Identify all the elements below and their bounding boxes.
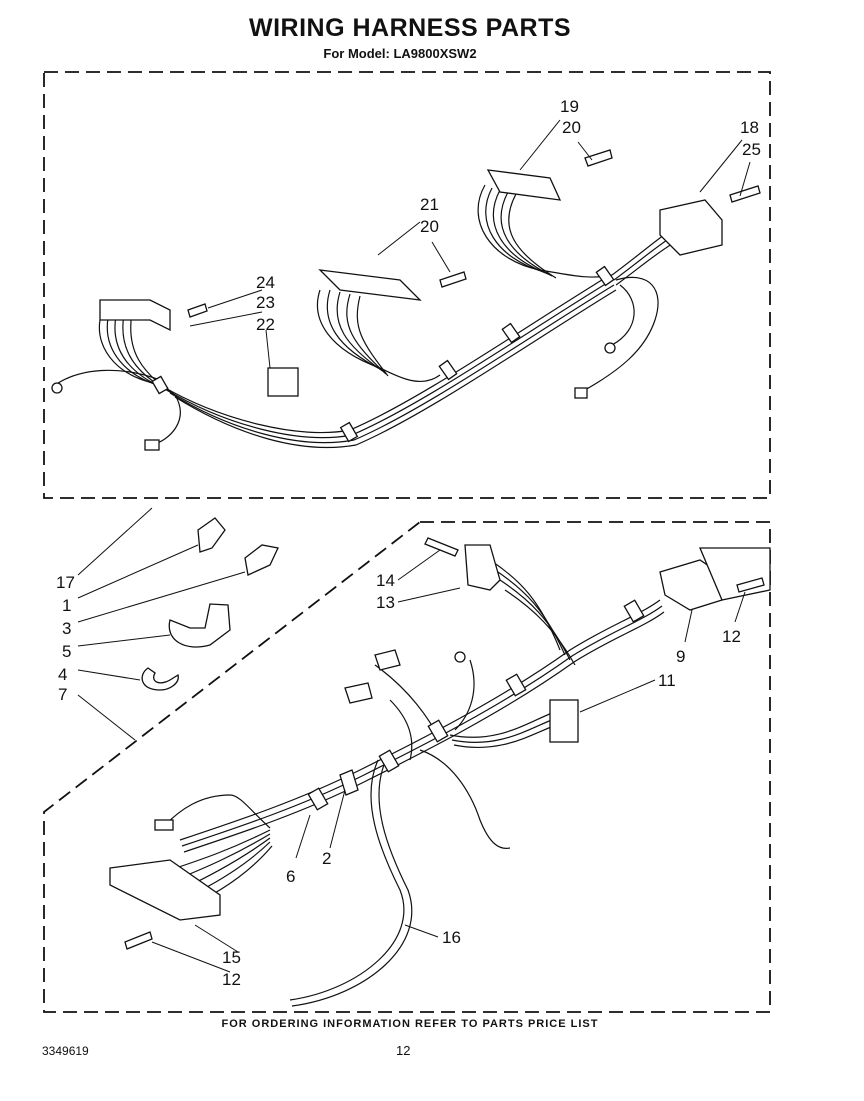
callout-11: 11 [658, 671, 676, 690]
lower-leader-lines [151, 549, 746, 973]
page-title: WIRING HARNESS PARTS [248, 14, 572, 42]
callout-12-right: 12 [722, 627, 741, 646]
callout-6: 6 [286, 867, 295, 886]
callout-4: 4 [58, 665, 67, 684]
callout-24: 24 [256, 273, 275, 292]
lower-assembly-frame [43, 521, 771, 1013]
upper-harness-17 [51, 149, 761, 451]
left-leader-lines [77, 507, 246, 741]
document-number: 3349619 [42, 1044, 89, 1058]
callout-5: 5 [62, 642, 71, 661]
callout-14: 14 [376, 571, 395, 590]
upper-leader-lines [189, 119, 751, 369]
callout-21: 21 [420, 195, 439, 214]
upper-assembly-frame [43, 71, 771, 499]
callout-25: 25 [742, 140, 761, 159]
callout-23: 23 [256, 293, 275, 312]
callout-18: 18 [740, 118, 759, 137]
lower-harness-7 [109, 537, 771, 1007]
callout-20-upper: 20 [562, 118, 581, 137]
callout-15: 15 [222, 948, 241, 967]
callout-19: 19 [560, 97, 579, 116]
callout-13: 13 [376, 593, 395, 612]
callout-7: 7 [58, 685, 67, 704]
callout-16: 16 [442, 928, 461, 947]
callout-3: 3 [62, 619, 71, 638]
callout-1: 1 [62, 596, 71, 615]
ordering-note: FOR ORDERING INFORMATION REFER TO PARTS … [221, 1018, 599, 1030]
page-number: 12 [396, 1043, 411, 1058]
callout-2: 2 [322, 849, 331, 868]
callout-22: 22 [256, 315, 275, 334]
loose-clips [141, 517, 279, 691]
callout-20-middle: 20 [420, 217, 439, 236]
model-subtitle: For Model: LA9800XSW2 [323, 46, 477, 61]
callout-9: 9 [676, 647, 685, 666]
callout-17: 17 [56, 573, 75, 592]
callout-12-bottom: 12 [222, 970, 241, 989]
